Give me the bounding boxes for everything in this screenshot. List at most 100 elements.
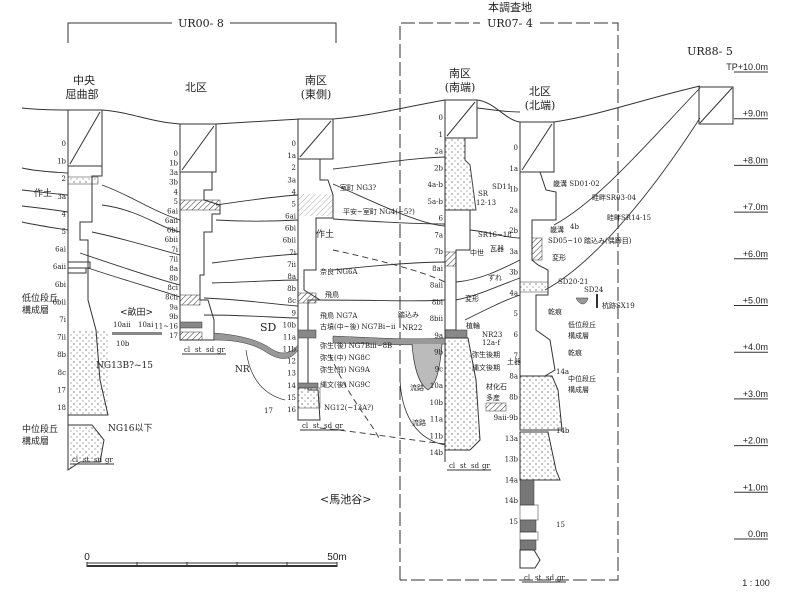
group-label-ur88-5: UR88- 5	[687, 45, 733, 58]
annot-sd0102: 畿溝 SD01·02	[553, 179, 600, 188]
layer-label: 11a	[283, 334, 296, 342]
elevation-label: +2.0m	[743, 436, 768, 446]
layer-label: 2a	[434, 148, 443, 156]
layer-label: 8cii	[165, 294, 179, 302]
layer-label: 1a	[509, 165, 518, 173]
layer-label: 7ii	[57, 334, 67, 342]
annot-10b: 10b	[116, 340, 130, 348]
scale-ratio: 1 : 100	[742, 578, 770, 588]
group-title-ur07-4: 本調査地	[488, 0, 532, 14]
annot-low-terrace-l1: 低位段丘	[22, 292, 58, 304]
layer-label: 4	[174, 188, 179, 196]
annot-nr23: NR23	[482, 331, 502, 339]
layer-label: 7ii	[287, 261, 297, 269]
layer-label: 3b	[509, 269, 518, 277]
annot-low-terrace-c5-l1: 低位段丘	[568, 320, 596, 329]
column-header-c4-l2: (南端)	[445, 81, 476, 94]
elevation-label: +8.0m	[743, 155, 768, 165]
grain-axis-label-gr: gr	[557, 574, 565, 582]
grain-axis-label-st: st	[83, 456, 90, 464]
column-c3	[297, 118, 334, 421]
annot-fumikomi: 踏込み	[398, 310, 419, 319]
grain-axis-label-sd: sd	[206, 346, 215, 354]
annot-gaki: 瓦器	[490, 245, 504, 253]
layer-label: 7ii	[169, 255, 179, 263]
grain-axis-label-gr: gr	[482, 462, 490, 470]
annot-ryuro2: 流路	[412, 418, 426, 427]
elevation-label: +5.0m	[743, 296, 768, 306]
column-header-c1-l2: 屈曲部	[66, 87, 99, 101]
nr-channel	[245, 349, 286, 401]
group-label-ur00-8: UR00- 8	[178, 17, 224, 30]
elevation-label: +6.0m	[743, 249, 768, 259]
layer-label: 7i	[289, 249, 296, 257]
annot-sr0304: 畦畔SR03·04	[592, 193, 637, 202]
column-header-c5-l2: (北端)	[525, 99, 556, 112]
annot-mid-terrace-c5-l1: 中位段丘	[568, 374, 596, 383]
annot-sd: SD	[260, 321, 277, 334]
layer-label: 1b	[57, 158, 66, 166]
annot-kenden: <畝田>	[120, 306, 153, 318]
annot-4b: 4b	[570, 223, 579, 231]
layer-label: 8bii	[430, 315, 444, 323]
layer-label: 9a	[169, 303, 178, 311]
layer-label: 7	[514, 352, 518, 360]
annot-kankon2: 乾痕	[568, 348, 582, 357]
elevation-label: +9.0m	[743, 109, 768, 119]
elevation-label: +3.0m	[743, 389, 768, 399]
layer-label: 6bi	[167, 227, 179, 235]
layer-label: 6bii	[283, 237, 297, 245]
annot-heian: 平安~室町 NG4(~5?)	[343, 207, 415, 216]
layer-label: 6aii	[53, 263, 67, 271]
layer-label: 11~16	[154, 322, 178, 330]
layer-label: 1b	[169, 160, 178, 168]
annot-sr16: SR16~18	[478, 231, 512, 239]
kenden-layer-band	[112, 332, 162, 335]
grain-axis-label-cl: cl	[524, 574, 531, 582]
layer-label: 0	[439, 114, 443, 122]
layer-label: 8b	[509, 393, 518, 401]
layer-label: 9	[292, 309, 296, 317]
layer-label: 6	[514, 331, 519, 339]
layer-label: 5	[514, 310, 518, 318]
layer-label: 6ai	[55, 246, 67, 254]
grain-axis-label-st: st	[535, 574, 542, 582]
annot-jomon: 縄文(後) NG9C	[320, 380, 370, 389]
layer-label: 3a	[509, 248, 518, 256]
group-box-ur07-4: 本調査地 UR07- 4	[399, 0, 619, 581]
layer-label: 9a	[434, 332, 443, 340]
annot-low-terrace-c5-l2: 構成層	[568, 331, 589, 340]
annot-sr1415: 畦畔SR14·15	[607, 213, 651, 222]
layer-label: 5	[292, 201, 296, 209]
layer-label: 8c	[58, 369, 66, 377]
column-c4	[444, 99, 481, 462]
column-c1	[67, 109, 109, 471]
annot-jomon-kouki: 縄文後期	[472, 363, 500, 372]
layer-label: 8b	[57, 351, 66, 359]
layer-label: 4	[62, 210, 67, 218]
annot-ng13: NG13B?~15	[96, 361, 153, 371]
grain-axis-label-cl: cl	[449, 462, 456, 470]
annot-ng16: NG16以下	[108, 424, 153, 434]
layer-label: 8aii	[430, 282, 444, 290]
column-header-c3-l2: (東側)	[301, 88, 332, 101]
layer-label: 14b	[430, 449, 444, 457]
layer-label: 6ai	[167, 208, 179, 216]
grain-axis-label-st: st	[195, 346, 202, 354]
layer-label: 11b	[430, 432, 444, 440]
annot-shokurin: 植輪	[466, 321, 480, 330]
hscale-start: 0	[84, 552, 90, 563]
layer-label: 14a	[505, 476, 518, 484]
annot-mokka1: 材化石	[486, 382, 507, 391]
elevation-scale: TP+10.0m+9.0m+8.0m+7.0m+6.0m+5.0m+4.0m+3…	[698, 62, 768, 540]
layer-label: 9b	[169, 313, 178, 321]
layer-label: 15	[287, 394, 296, 402]
layer-label: 8a	[509, 373, 518, 381]
annot-mid-terrace-l1: 中位段丘	[22, 423, 58, 435]
column-header-c5-l1: 北区	[529, 85, 551, 98]
annot-nr: NR	[235, 365, 250, 375]
layer-label: 6bii	[165, 236, 179, 244]
annot-17: 17	[264, 407, 273, 415]
grain-axis-label-gr: gr	[335, 422, 343, 430]
